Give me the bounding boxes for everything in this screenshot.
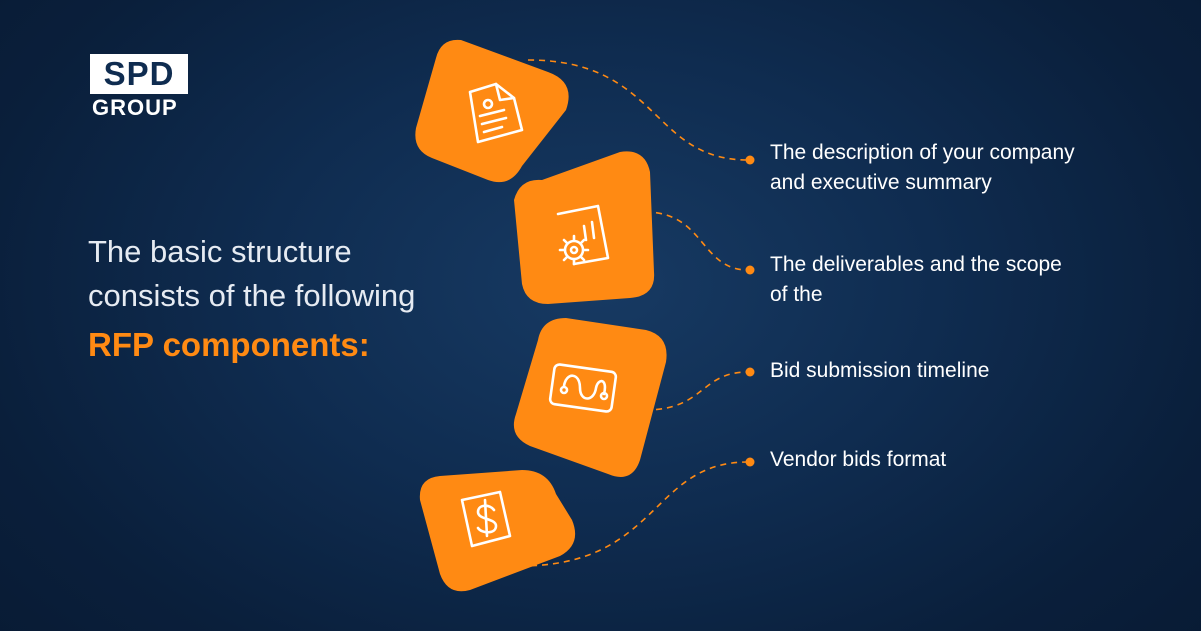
- item-1-line-1: The description of your company: [770, 141, 1075, 164]
- connector-dot-3: [745, 367, 755, 377]
- list-item-bid-timeline: Bid submission timeline: [770, 356, 1150, 386]
- item-2-line-2: of the: [770, 283, 823, 306]
- roadmap-timeline-icon: [548, 363, 618, 413]
- connector-dot-2: [745, 265, 755, 275]
- headline: The basic structure consists of the foll…: [88, 230, 488, 370]
- gear-document-icon: [556, 204, 610, 266]
- contract-document-icon: [468, 82, 524, 144]
- headline-line-1: The basic structure: [88, 234, 352, 269]
- item-1-line-2: and executive summary: [770, 171, 992, 194]
- connector-4: [519, 461, 749, 567]
- connector-dot-1: [745, 155, 755, 165]
- tile-4: [419, 470, 576, 592]
- item-2-line-1: The deliverables and the scope: [770, 253, 1062, 276]
- tile-1: [415, 39, 569, 183]
- item-4-line-1: Vendor bids format: [770, 448, 947, 471]
- logo-wordmark: GROUP: [92, 95, 178, 120]
- connector-3: [644, 371, 749, 411]
- dollar-document-icon: [460, 490, 512, 548]
- logo-mark: SPD: [90, 54, 188, 94]
- headline-line-2: consists of the following: [88, 278, 416, 313]
- connector-dot-4: [745, 457, 755, 467]
- list-item-company-description: The description of your company and exec…: [770, 138, 1150, 198]
- spd-group-logo: SPD GROUP: [90, 54, 190, 121]
- list-item-deliverables: The deliverables and the scope of the: [770, 250, 1150, 310]
- headline-accent: RFP components:: [88, 326, 370, 363]
- item-3-line-1: Bid submission timeline: [770, 359, 990, 382]
- connector-2: [644, 211, 749, 271]
- connector-1: [527, 59, 749, 161]
- list-item-vendor-bids: Vendor bids format: [770, 445, 1150, 475]
